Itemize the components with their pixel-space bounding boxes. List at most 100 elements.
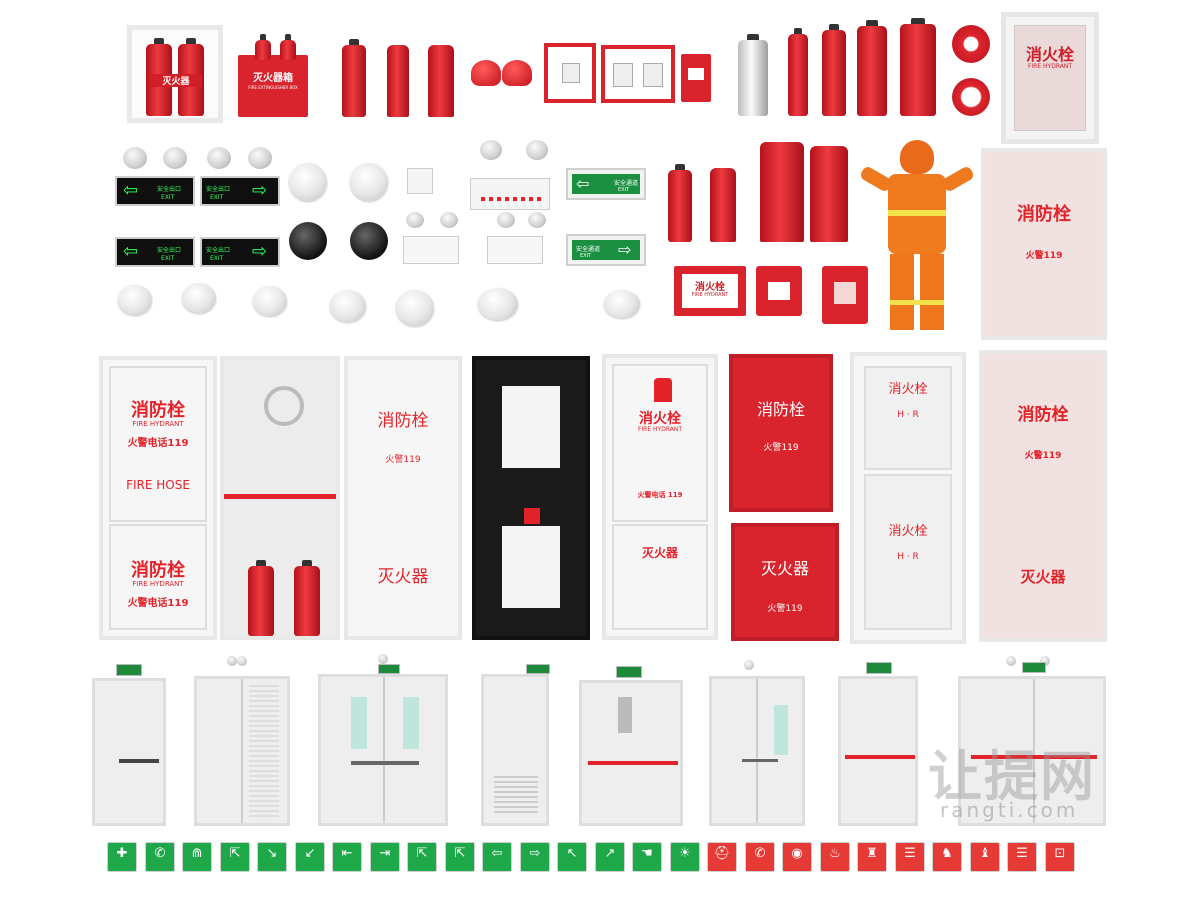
safety-sign-green-icon: ⋒ (182, 842, 212, 872)
exit-light-icon (616, 666, 642, 678)
safety-sign-glyph: ⋒ (191, 846, 203, 861)
smoke-detector-icon (478, 288, 518, 320)
fire-door-double (709, 676, 805, 826)
fire-door-double (958, 676, 1106, 826)
safety-sign-glyph: ↖ (566, 846, 578, 861)
hydrant-cabinet-1: 消防栓 FIRE HYDRANT 火警电话119 FIRE HOSE 消防栓 F… (99, 356, 217, 640)
cabinet-hose-label: FIRE HOSE (126, 478, 190, 492)
safety-sign-glyph: ♝ (979, 846, 991, 861)
cabinet-phone: 火警119 (767, 604, 803, 614)
safety-sign-green-icon: ☚ (632, 842, 662, 872)
cabinet-phone: 火警电话 119 (637, 491, 683, 499)
control-panel (407, 168, 433, 194)
exit-arrow-icon: ⇨ (252, 241, 268, 262)
extinguisher-cabinet-label: 灭火器 (150, 74, 202, 87)
hose-reel-icon (264, 386, 304, 426)
exit-light-icon (866, 662, 892, 674)
safety-sign-glyph: ✚ (116, 846, 128, 861)
hydrant-cabinet-5: 消火栓 FIRE HYDRANT 火警电话 119 灭火器 (602, 354, 718, 640)
safety-sign-glyph: ☰ (904, 846, 916, 861)
safety-sign-green-icon: ↗ (595, 842, 625, 872)
fire-extinguisher-icon (280, 34, 296, 60)
cabinet-title: 消防栓 (131, 400, 185, 421)
emergency-lamp-icon (406, 212, 424, 228)
emergency-lamp-icon (227, 656, 237, 666)
safety-sign-glyph: ✆ (154, 846, 166, 861)
smoke-detector-icon (118, 285, 152, 315)
smoke-detector-icon (182, 283, 216, 313)
cabinet-title: 消防栓 (377, 411, 429, 431)
safety-sign-green-icon: ↘ (257, 842, 287, 872)
cabinet-phone: 火警电话119 (127, 598, 189, 609)
safety-sign-red-icon: ☰ (895, 842, 925, 872)
watermark-logo: 让提网 (928, 745, 1096, 808)
exit-sign-en: EXIT (161, 255, 175, 262)
emergency-lamp-icon (163, 147, 187, 169)
fire-hydrant-icon (710, 168, 736, 242)
safety-sign-glyph: ⇥ (379, 846, 391, 861)
hydrant-cabinet-open (220, 356, 340, 640)
evacuation-sign-text: 安全通道 (614, 180, 639, 187)
co2-extinguisher-icon (738, 34, 768, 116)
safety-sign-strip: ✚✆⋒⇱↘↙⇤⇥⇱⇱⇦⇨↖↗☚☀⛑✆◉♨♜☰♞♝☰⊡ (107, 842, 1107, 878)
safety-sign-glyph: ⇤ (341, 846, 353, 861)
fire-hydrant-icon (654, 378, 672, 402)
cabinet-en: FIRE HYDRANT (637, 426, 683, 433)
evacuation-sign-en: EXIT (580, 253, 592, 259)
hose-reel-box (601, 45, 675, 103)
hydrant-cabinet: 消火栓 FIRE HYDRANT (1001, 12, 1099, 144)
safety-sign-glyph: ⇦ (491, 846, 503, 861)
exit-light-icon (526, 664, 550, 674)
fire-extinguisher-icon (857, 20, 887, 116)
exit-sign-en: EXIT (210, 255, 224, 262)
alarm-button (822, 266, 868, 324)
fire-hydrant-icon (428, 45, 454, 117)
emergency-lamp-icon (207, 147, 231, 169)
fire-door (92, 678, 166, 826)
fire-extinguisher-icon (342, 39, 366, 117)
emergency-lamp-icon (526, 140, 548, 160)
fire-door (481, 674, 549, 826)
cabinet-phone: 火警119 (1025, 251, 1063, 261)
safety-sign-red-icon: ♝ (970, 842, 1000, 872)
cabinet-phone: 火警119 (763, 443, 799, 453)
extinguisher-cabinet: 灭火器 (127, 25, 223, 123)
cabinet-title: 消火栓 (888, 524, 928, 539)
safety-sign-glyph: ⇱ (416, 846, 428, 861)
cabinet-title: 消火栓 (888, 382, 928, 397)
safety-sign-glyph: ↘ (266, 846, 278, 861)
cabinet-bottom-label: 灭火器 (1020, 568, 1066, 586)
ceiling-light-icon (289, 222, 327, 260)
fire-door (579, 680, 683, 826)
hydrant-cabinet-black (472, 356, 590, 640)
safety-sign-red-icon: ✆ (745, 842, 775, 872)
hydrant-cabinet-sublabel: FIRE HYDRANT (1027, 63, 1073, 70)
emergency-lamp-icon (497, 212, 515, 228)
control-panel (470, 178, 550, 210)
fire-extinguisher-icon (900, 18, 936, 116)
hydrant-panel-label: 消火栓 (695, 282, 725, 293)
fire-extinguisher-icon (668, 164, 692, 242)
safety-sign-green-icon: ⇱ (220, 842, 250, 872)
cabinet-phone: 火警119 (385, 455, 421, 465)
emergency-lamp-icon (1006, 656, 1016, 666)
safety-sign-green-icon: ☀ (670, 842, 700, 872)
evacuation-arrow-icon: ⇦ (576, 174, 590, 193)
safety-sign-glyph: ☚ (641, 846, 653, 861)
emergency-lamp-icon (744, 660, 754, 670)
emergency-lamp-icon (480, 140, 502, 160)
safety-sign-glyph: ↗ (604, 846, 616, 861)
fire-door (838, 676, 918, 826)
evacuation-sign-text: 安全通道 (576, 246, 601, 253)
control-panel (487, 236, 543, 264)
emergency-lamp-icon (1040, 656, 1050, 666)
safety-sign-green-icon: ⇱ (445, 842, 475, 872)
safety-sign-glyph: ↙ (304, 846, 316, 861)
fire-extinguisher-icon (248, 560, 274, 636)
exit-sign-text: 安全出口 (157, 247, 182, 254)
fire-bell-icon (952, 25, 990, 63)
emergency-lamp-icon (440, 212, 458, 228)
extinguisher-box-sublabel: FIRE EXTINGUISHER BOX (248, 85, 298, 90)
safety-sign-glyph: ♜ (866, 846, 878, 861)
fire-alarm-icon (952, 78, 990, 116)
